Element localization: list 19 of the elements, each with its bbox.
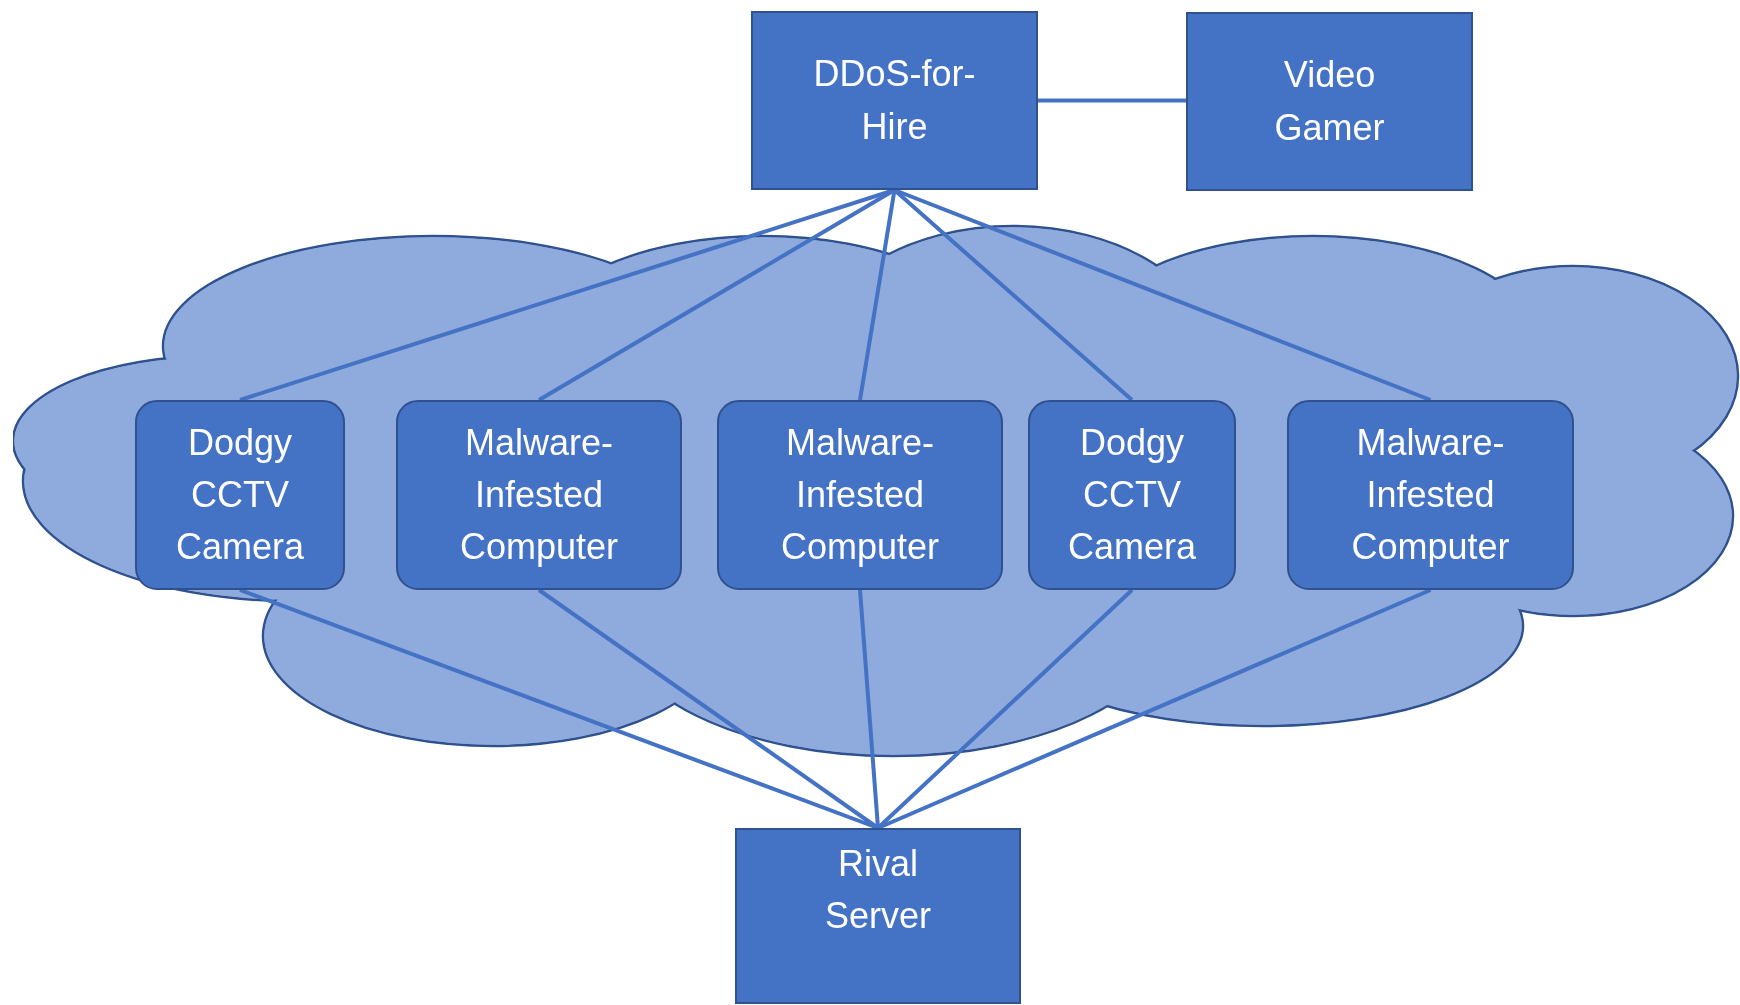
box-label: Malware-Infested Computer [1350, 420, 1511, 570]
connector-line [858, 189, 897, 401]
connector-line [858, 589, 880, 829]
box-label: Malware-Infested Computer [458, 420, 620, 570]
device-box [396, 400, 682, 590]
process-box [735, 828, 1021, 1004]
box-label: Malware-Infested Computer [779, 420, 941, 570]
process-box [751, 11, 1038, 190]
box-label: Video Gamer [1273, 53, 1386, 150]
box-label: Dodgy CCTV Camera [174, 420, 305, 570]
device-box [1287, 400, 1574, 590]
device-box [135, 400, 345, 590]
device-box [1028, 400, 1236, 590]
process-box [1186, 12, 1473, 191]
device-box [717, 400, 1003, 590]
box-label: Dodgy CCTV Camera [1066, 420, 1197, 570]
box-label: Rival Server [824, 842, 932, 939]
connector-line [1038, 98, 1186, 103]
box-label: DDoS-for-Hire [812, 52, 977, 149]
